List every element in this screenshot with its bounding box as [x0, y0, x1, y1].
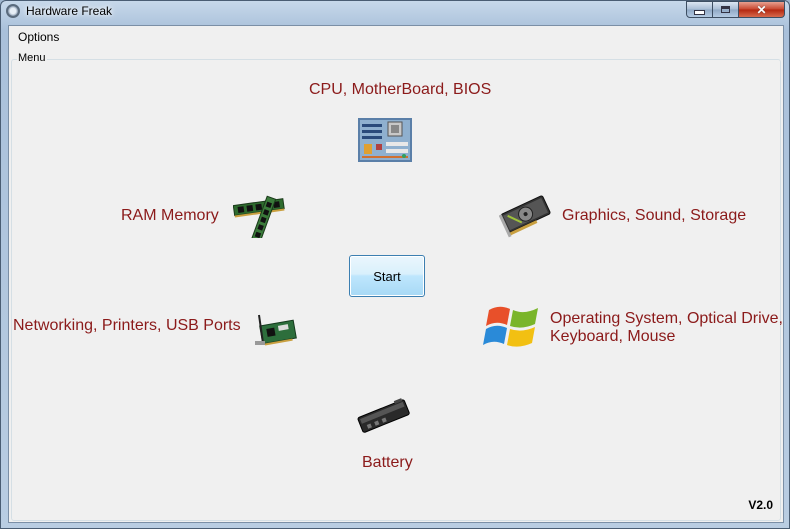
motherboard-icon[interactable] — [358, 118, 412, 167]
window-controls: ✕ — [686, 1, 785, 18]
ram-modules-icon[interactable] — [232, 194, 287, 244]
networking-label[interactable]: Networking, Printers, USB Ports — [13, 317, 241, 334]
graphics-card-icon[interactable] — [498, 192, 553, 243]
windows-logo-icon[interactable] — [483, 302, 543, 357]
battery-label[interactable]: Battery — [362, 454, 413, 471]
menu-options[interactable]: Options — [18, 30, 60, 44]
title-bar[interactable]: Hardware Freak ✕ — [1, 1, 789, 23]
maximize-icon — [721, 6, 730, 13]
graphics-label[interactable]: Graphics, Sound, Storage — [562, 207, 747, 224]
cpu-label[interactable]: CPU, MotherBoard, BIOS — [309, 81, 492, 98]
ram-label[interactable]: RAM Memory — [121, 207, 219, 224]
version-label: V2.0 — [748, 498, 773, 512]
minimize-icon — [694, 10, 705, 15]
close-button[interactable]: ✕ — [739, 1, 785, 18]
network-card-icon[interactable] — [247, 311, 299, 356]
client-area: Options Menu CPU, MotherBoard, BIOS — [8, 25, 784, 523]
groupbox-legend: Menu — [17, 52, 47, 64]
minimize-button[interactable] — [686, 1, 713, 18]
menu-bar: Options — [9, 26, 783, 48]
window-title: Hardware Freak — [26, 4, 113, 18]
app-icon[interactable] — [6, 4, 20, 18]
start-button[interactable]: Start — [349, 255, 425, 297]
os-label-line1[interactable]: Operating System, Optical Drive, — [550, 310, 783, 327]
os-label-line2[interactable]: Keyboard, Mouse — [550, 328, 676, 345]
menu-groupbox — [11, 59, 781, 521]
laptop-battery-icon[interactable] — [355, 394, 413, 445]
close-icon: ✕ — [756, 2, 767, 17]
maximize-button[interactable] — [713, 1, 739, 18]
